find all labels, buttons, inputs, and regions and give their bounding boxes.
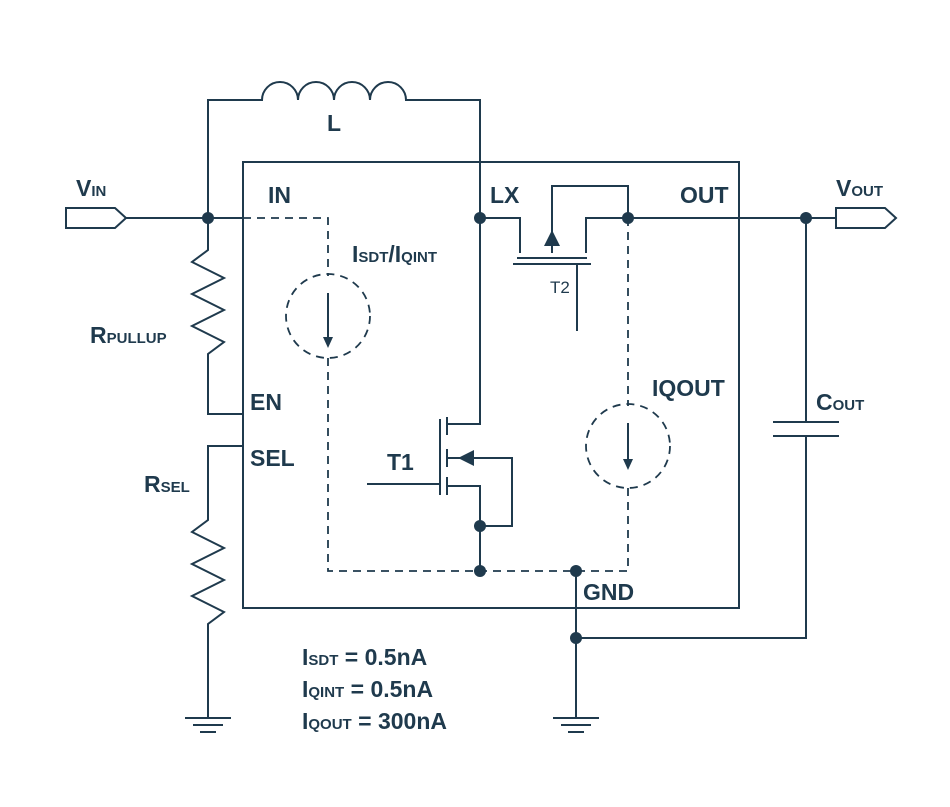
rpullup-label: RPULLUP	[90, 322, 167, 348]
transistor-t2	[513, 185, 629, 331]
current-source-iqout	[585, 403, 671, 489]
vin-label: VIN	[76, 175, 106, 201]
resistor-rpullup	[189, 217, 244, 415]
t1-label: T1	[387, 449, 414, 475]
pin-sel-label: SEL	[250, 445, 295, 471]
resistor-rsel	[189, 445, 244, 719]
gnd-junction-t1	[474, 565, 486, 577]
vout-label: VOUT	[836, 175, 883, 201]
pin-in-label: IN	[268, 182, 291, 208]
ground-symbol-right	[553, 717, 599, 733]
isdt-iqint-label: ISDT/IQINT	[352, 241, 437, 267]
current-source-isdt-iqint	[285, 273, 371, 359]
vin-port	[65, 207, 209, 229]
internal-current-paths	[243, 217, 629, 572]
ic-package-outline	[242, 161, 740, 609]
pin-out-label: OUT	[680, 182, 729, 208]
transistor-t1	[367, 417, 513, 572]
vout-port	[835, 207, 898, 229]
gnd-junction-cout	[570, 632, 582, 644]
equation-iqint: IQINT = 0.5nA	[302, 676, 433, 702]
ground-symbol-left	[185, 717, 231, 733]
t1-body-junction	[474, 520, 486, 532]
capacitor-cout	[575, 217, 839, 639]
t2-label: T2	[550, 278, 570, 297]
equation-iqout: IQOUT = 300nA	[302, 708, 447, 734]
cout-label: COUT	[816, 389, 864, 415]
iqout-label: IQOUT	[652, 375, 725, 401]
pin-gnd-label: GND	[583, 579, 634, 605]
rsel-label: RSEL	[144, 471, 190, 497]
inductor-l	[207, 81, 481, 219]
pin-lx-label: LX	[490, 182, 520, 208]
equation-isdt: ISDT = 0.5nA	[302, 644, 427, 670]
inductor-label: L	[327, 110, 341, 136]
pin-en-label: EN	[250, 389, 282, 415]
